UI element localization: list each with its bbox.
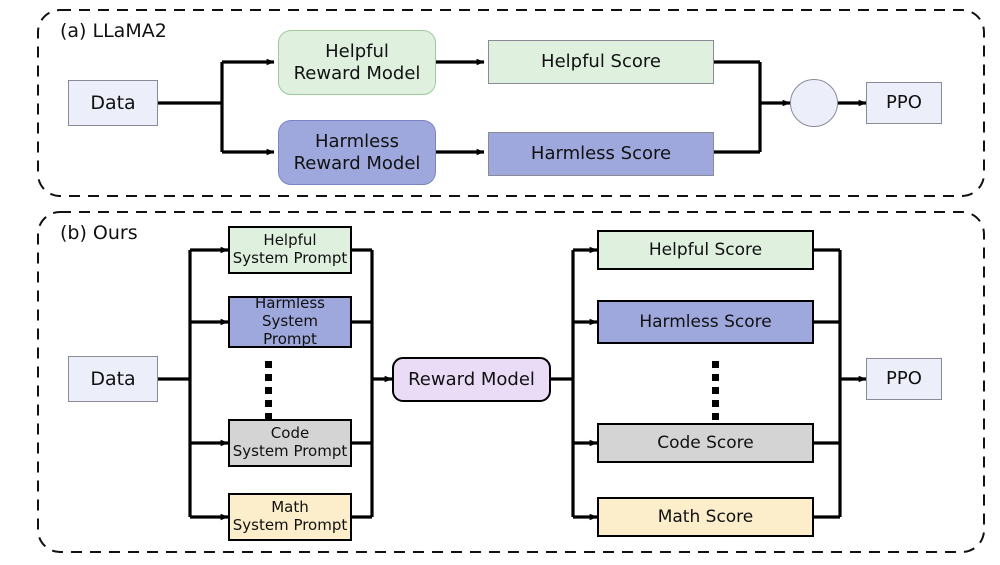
harmless-rm-line2: Reward Model [293,152,421,174]
panel-a-ppo-node: PPO [866,82,942,124]
panel-b-harmless-score: Harmless Score [597,300,814,344]
panel-b-reward-model-node: Reward Model [392,357,551,402]
prompt3-line1: Code [270,424,310,443]
panel-b-math-system-prompt: Math System Prompt [228,493,352,541]
helpful-rm-line1: Helpful [325,41,389,63]
panel-a-harmless-score: Harmless Score [488,132,714,176]
panel-b-code-score: Code Score [597,423,814,463]
panel-b-math-score: Math Score [597,497,814,537]
panel-b-helpful-score: Helpful Score [597,230,814,270]
panel-b-code-system-prompt: Code System Prompt [228,419,352,467]
prompt3-line2: System Prompt [232,442,348,460]
panel-b-ppo-node: PPO [866,358,942,400]
prompt1-line2: System Prompt [232,249,348,267]
panel-b-data-node: Data [68,356,158,402]
panel-b-prompts-ellipsis [265,358,272,423]
panel-b-helpful-system-prompt: Helpful System Prompt [228,226,352,274]
helpful-rm-line2: Reward Model [293,62,421,84]
panel-a-helpful-score: Helpful Score [488,40,714,84]
prompt1-line1: Helpful [263,231,317,250]
panel-b-harmless-system-prompt: Harmless System Prompt [228,294,352,348]
harmless-rm-line1: Harmless [314,131,399,153]
panel-b-scores-ellipsis [712,358,719,423]
prompt2-line1: Harmless System [254,294,325,331]
panel-a-harmless-reward-model: Harmless Reward Model [278,120,436,185]
combine-operator-node [790,79,838,127]
prompt4-line2: System Prompt [232,516,348,534]
panel-b-label: (b) Ours [60,222,138,244]
prompt4-line1: Math [271,498,309,517]
prompt2-line2: Prompt [263,329,317,348]
panel-a-helpful-reward-model: Helpful Reward Model [278,30,436,95]
panel-a-data-node: Data [68,80,158,126]
panel-a-label: (a) LLaMA2 [60,20,167,42]
